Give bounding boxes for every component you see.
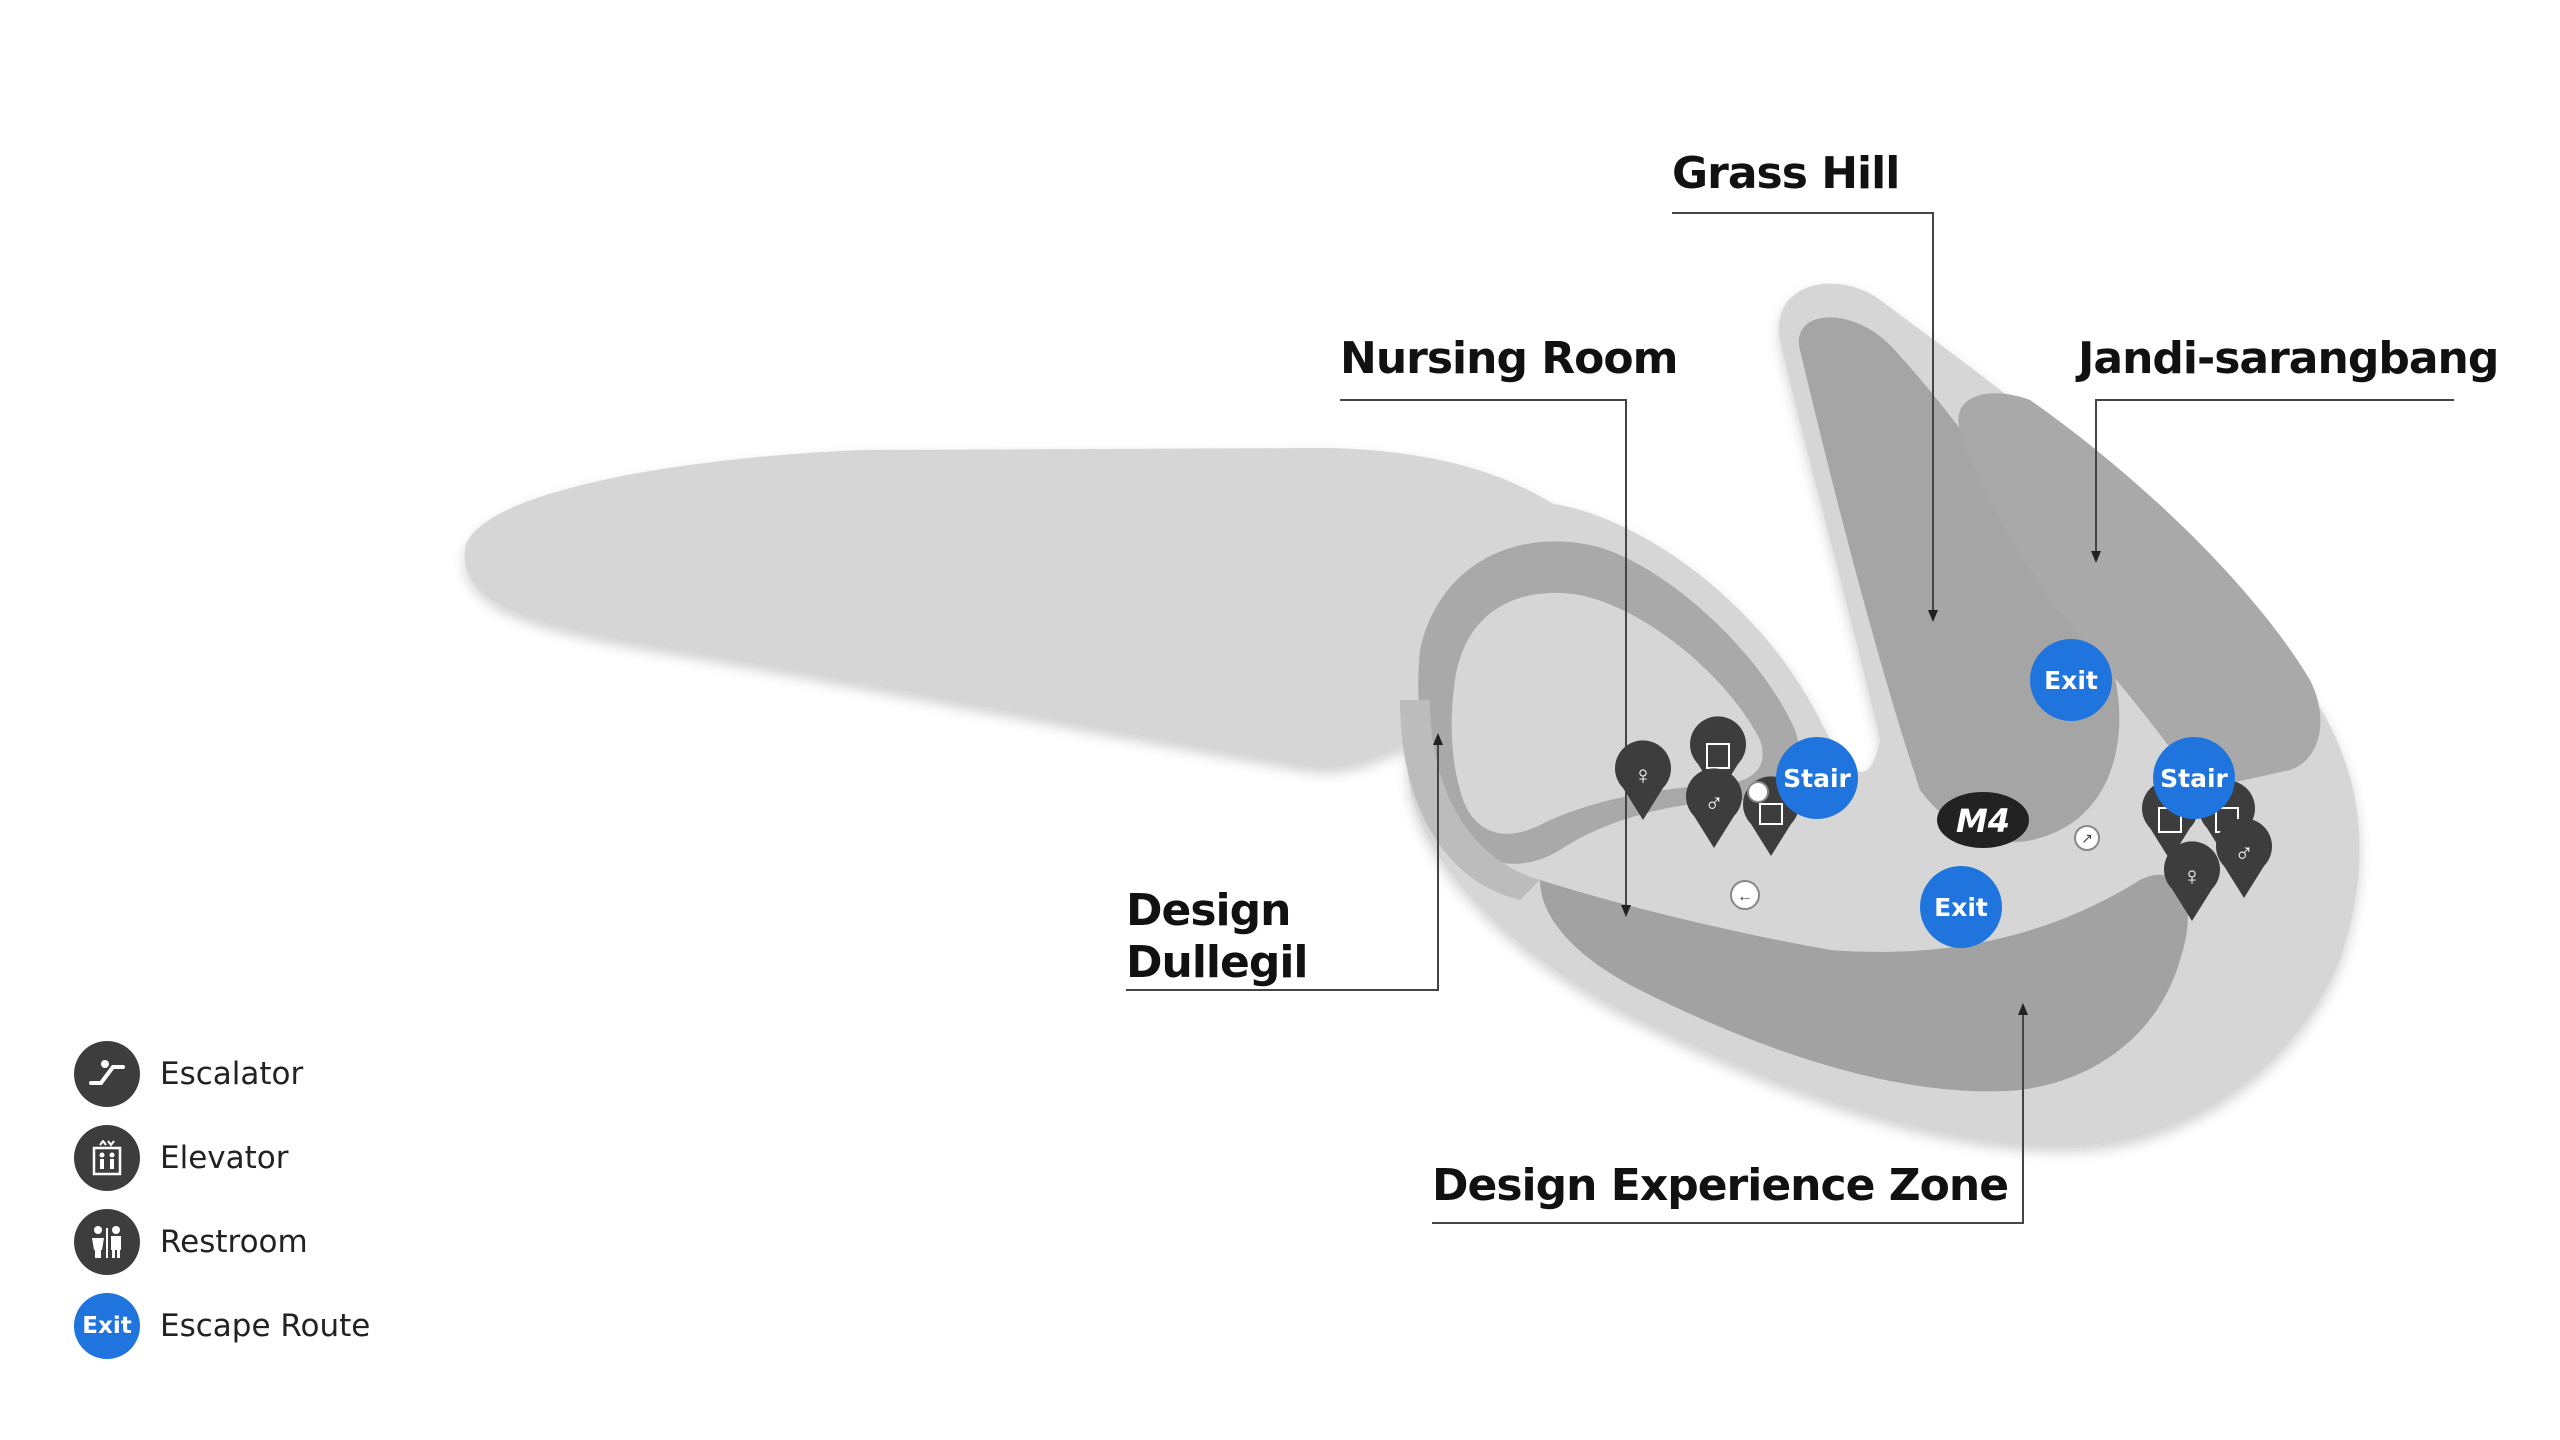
exit-circle	[1920, 866, 2002, 948]
exit-marker[interactable]: Exit	[2030, 639, 2112, 721]
zone-label-grass-hill: Grass Hill	[1672, 148, 1900, 199]
escalator-circle	[1747, 781, 1769, 803]
restroom-icon	[74, 1209, 140, 1275]
legend-item-escape-route: Exit Escape Route	[74, 1284, 370, 1368]
floor-badge-shape	[1937, 792, 2029, 848]
arrowhead	[2091, 551, 2101, 563]
zone-label-nursing-room: Nursing Room	[1340, 333, 1678, 384]
restroom-icon: ♂	[2234, 838, 2254, 868]
stair-label: Stair	[1783, 764, 1851, 793]
west-wing-floor	[464, 448, 1621, 768]
stair-marker[interactable]: Stair	[1776, 737, 1858, 819]
zone-label-design-dullegil: Design Dullegil	[1126, 885, 1309, 989]
arrowhead	[1433, 733, 1443, 745]
legend-item-restroom: Restroom	[74, 1200, 370, 1284]
arrowhead	[1621, 905, 1631, 917]
stair-circle	[1776, 737, 1858, 819]
elevator-icon	[74, 1125, 140, 1191]
legend-label-elevator: Elevator	[160, 1140, 289, 1176]
restroom-icon: ♀	[1633, 760, 1653, 790]
design-dullegil-corridor	[1400, 700, 1540, 900]
exit-marker[interactable]: Exit	[1920, 866, 2002, 948]
leader-lines	[1126, 212, 2454, 1224]
stair-marker[interactable]: Stair	[2153, 737, 2235, 819]
pin-shape	[2216, 818, 2272, 898]
nursing-room-leader	[1340, 399, 1627, 910]
legend-item-elevator: Elevator	[74, 1116, 370, 1200]
pin-shape	[1686, 768, 1742, 848]
escalator-icon: ↗	[2081, 830, 2093, 846]
design-experience-zone-leader	[1432, 1010, 2024, 1224]
zone-label-jandi-sarangbang: Jandi-sarangbang	[2078, 333, 2499, 384]
stair-circle	[2153, 737, 2235, 819]
legend-label-escape-route: Escape Route	[160, 1308, 371, 1344]
jandi-sarangbang-leader	[2095, 399, 2454, 556]
restroom-icon: ♀	[2182, 861, 2202, 891]
arrowhead	[1928, 610, 1938, 622]
pin-shape	[1615, 740, 1671, 820]
design-experience-zone-area	[1540, 874, 2188, 1092]
restroom-pin[interactable]: ♂	[2216, 818, 2272, 898]
restroom-pin[interactable]: ♂	[1686, 768, 1742, 848]
nursing-room-icon	[1759, 803, 1783, 825]
map-legend: Escalator Elevator Restroom Exit Escape …	[74, 1032, 370, 1368]
restroom-pin[interactable]: ♀	[1615, 740, 1671, 820]
leader-arrowheads	[1433, 551, 2101, 1015]
legend-label-escalator: Escalator	[160, 1056, 304, 1092]
floor-badge-label: M4	[1956, 802, 2010, 840]
arrowhead	[2018, 1003, 2028, 1015]
floor-badge: M4	[1937, 792, 2029, 848]
legend-label-restroom: Restroom	[160, 1224, 308, 1260]
jandi-sarangbang-area	[1958, 393, 2321, 790]
grass-hill-area	[1798, 317, 2120, 843]
exit-icon: Exit	[74, 1293, 140, 1359]
escalator-icon	[74, 1041, 140, 1107]
escalator-marker[interactable]	[1747, 781, 1769, 803]
grass-hill-leader	[1672, 212, 1934, 615]
restroom-pin[interactable]: ♀	[2164, 841, 2220, 921]
design-dullegil-leader	[1126, 740, 1439, 991]
exit-label: Exit	[2044, 666, 2098, 695]
legend-item-escalator: Escalator	[74, 1032, 370, 1116]
elevator-icon	[1706, 743, 1730, 769]
zone-label-design-experience-zone: Design Experience Zone	[1432, 1160, 2009, 1211]
pin-shape	[1690, 716, 1746, 796]
escalator-icon: ←	[1737, 888, 1753, 905]
exit-circle	[2030, 639, 2112, 721]
escalator-marker[interactable]: ←	[1730, 880, 1760, 910]
nursing-room-inner	[1451, 592, 1763, 834]
stair-label: Stair	[2160, 764, 2228, 793]
escalator-circle	[1730, 880, 1760, 910]
pin-shape	[2164, 841, 2220, 921]
escalator-marker[interactable]: ↗	[2074, 825, 2100, 851]
zone-label-design-dullegil-line2: Dullegil	[1126, 937, 1309, 988]
restroom-icon: ♂	[1704, 788, 1724, 818]
escalator-circle	[2074, 825, 2100, 851]
elevator-pin[interactable]	[1690, 716, 1746, 796]
exit-label: Exit	[1934, 893, 1988, 922]
zone-label-design-dullegil-line1: Design	[1126, 885, 1291, 936]
